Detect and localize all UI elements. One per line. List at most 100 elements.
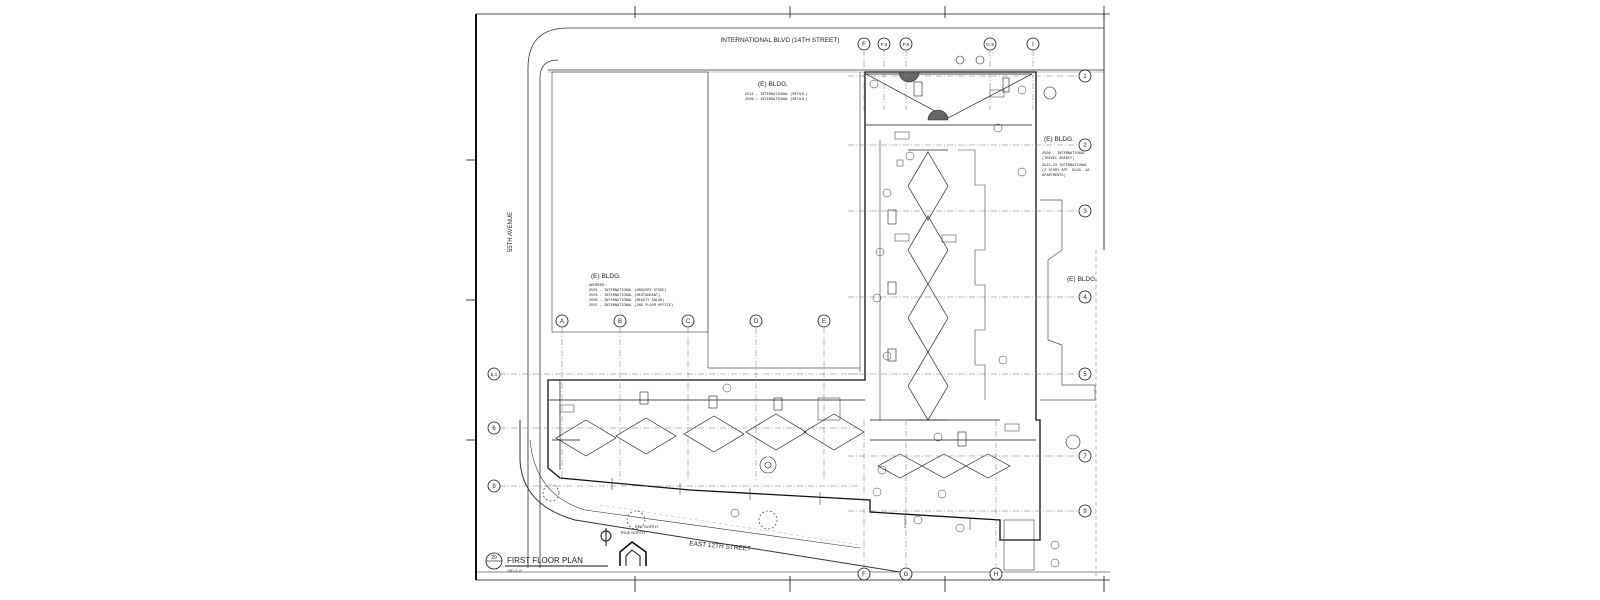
grid-bubble-right: 7 [1078,449,1092,463]
grid-bubble-right: 2 [1078,138,1092,152]
grid-bubble-mid-label: A [560,319,564,325]
grid-bubble-top-label: F.3 [881,42,888,48]
skylight-diamond [907,215,949,285]
grid-bubble-right: 4 [1078,290,1092,304]
grid-bubble-left: 5.1 [487,367,501,381]
building-note-north: (E) BLDG. 2511 - INTERNATIONAL (RETAIL) … [745,81,808,102]
skylight-diamond [921,453,967,479]
grid-bubble-left: 8 [487,479,501,493]
interior-partitions [611,140,1035,571]
building-note-north-line: 2509 - INTERNATIONAL (RETAIL) [745,97,808,102]
grid-bubble-right-label: 4 [1083,295,1087,301]
grid-bubble-top-label: G.9 [986,42,994,48]
building-note-east-line: APARTMENTS) [1042,173,1066,178]
grid-bubble-bottom: H [989,567,1003,581]
building-note-west-line: 2503 - INTERNATIONAL (RESTAURANT) [589,293,660,298]
building-note-west-label: (E) BLDG. [591,273,621,280]
grid-bubble-bottom: G [899,567,913,581]
street-label-north: INTERNATIONAL BLVD (14TH STREET) [720,37,839,44]
north-arrow: TRUE NORTH REF. NORTH [600,525,658,566]
building-note-north-label: (E) BLDG. [758,81,788,88]
building-note-west-line: 2507 - INTERNATIONAL (2ND FLOOR OFFICE) [589,303,673,308]
skylight-edge [908,149,948,421]
grid-bubble-top: F [857,37,871,51]
grid-bubble-left-label: 6 [492,426,496,432]
grid-bubble-mid: E [817,314,831,328]
grid-bubble-mid-label: B [618,319,622,325]
grid-bubble-top-label: F.6 [903,42,910,48]
proposed-building-outline [547,71,1041,541]
drawing-title-block: 20 FIRST FLOOR PLAN 1/8"=1'-0" [485,552,608,573]
building-note-east-label: (E) BLDG. [1044,136,1074,143]
building-note-east-line: 2509 - INTERNATIONAL [1042,152,1085,156]
building-note-west-line: 2501 - INTERNATIONAL (GROCERY STORE) [589,288,667,293]
grid-bubble-mid: B [613,314,627,328]
street-label-west: 55TH AVENUE [508,212,514,252]
grid-bubble-right-label: 5 [1083,372,1087,378]
true-north-label: TRUE NORTH [620,531,645,535]
grid-bubble-right-label: 9 [1083,509,1087,515]
grid-bubble-top: F.6 [899,37,913,51]
skylight-pattern [555,149,1011,479]
building-note-far-east-label: (E) BLDG. [1067,276,1097,283]
existing-buildings [551,71,1097,580]
skylight-diamond [615,417,677,455]
grid-bubble-top: I [1026,37,1040,51]
building-note-east: (E) BLDG. 2509 - INTERNATIONAL (TRAVEL A… [1042,136,1089,178]
grid-bubble-right: 1 [1078,69,1092,83]
grid-bubble-mid-label: C [686,319,691,325]
skylight-diamond [803,413,865,451]
grid-bubble-top: F.3 [877,37,891,51]
grid-lines [500,50,1078,566]
keynote-tags [559,79,1060,568]
grid-bubble-mid: A [555,314,569,328]
grid-bubble-right: 3 [1078,204,1092,218]
grid-bubble-top-label: F [862,42,866,48]
ref-north-label: REF. NORTH [635,525,658,529]
drawing-scale: 1/8"=1'-0" [507,569,523,573]
grid-bubble-mid: C [681,314,695,328]
grid-bubble-bottom-label: F [862,572,866,578]
grid-bubble-mid: D [749,314,763,328]
building-note-west: (E) BLDG. ADDRESS: 2501 - INTERNATIONAL … [589,273,673,308]
building-note-east-line: (2 STORY APT. BLDG.-10 [1042,168,1089,173]
skylight-diamond [555,419,617,457]
grid-bubble-bottom: F [857,567,871,581]
grid-bubble-bottom-label: G [904,572,909,578]
grid-bubble-left: 6 [487,421,501,435]
skylight-diamond [907,283,949,353]
drawing-number: 20 [491,555,497,561]
grid-bubbles: F F.3 F.6 G.9 I A B C D E F G H 1 2 3 4 5 7 9 5.1 6 8 [487,37,1092,581]
building-note-east-line: 2521-23 INTERNATIONAL [1042,164,1087,168]
building-note-east-line: (TRAVEL AGENCY) [1042,156,1074,161]
grid-bubble-left-label: 8 [492,484,496,490]
skylight-diamond [907,351,949,421]
grid-bubble-right-label: 2 [1083,143,1087,149]
grid-bubble-top: G.9 [983,37,997,51]
building-note-west-line: ADDRESS: [589,284,606,288]
sheet-frame [466,6,1110,592]
grid-bubble-right: 9 [1078,504,1092,518]
property-lines [519,27,1104,573]
grid-bubble-right-label: 7 [1083,454,1087,460]
grid-bubble-right-label: 1 [1083,74,1087,80]
drawing-title: FIRST FLOOR PLAN [507,556,583,565]
north-arrow-icon [600,528,647,566]
skylight-diamond [877,453,923,479]
grid-bubble-bottom-label: H [994,572,998,578]
building-note-north-line: 2511 - INTERNATIONAL (RETAIL) [745,92,808,97]
grid-bubble-right-label: 3 [1083,209,1087,215]
grid-bubble-right: 5 [1078,367,1092,381]
grid-bubble-mid-label: E [822,319,826,325]
grid-bubble-left-label: 5.1 [491,372,498,378]
skylight-diamond [745,413,807,451]
street-label-south: EAST 12TH STREET [689,540,751,552]
skylight-diamond [907,151,949,221]
building-note-west-line: 2505 - INTERNATIONAL (BEAUTY SALON) [589,298,664,303]
skylight-diamond [683,415,745,453]
skylight-diamond [965,453,1011,479]
grid-bubble-top-label: I [1032,42,1034,48]
fixture-symbols [542,55,1081,530]
grid-bubble-mid-label: D [754,319,759,325]
